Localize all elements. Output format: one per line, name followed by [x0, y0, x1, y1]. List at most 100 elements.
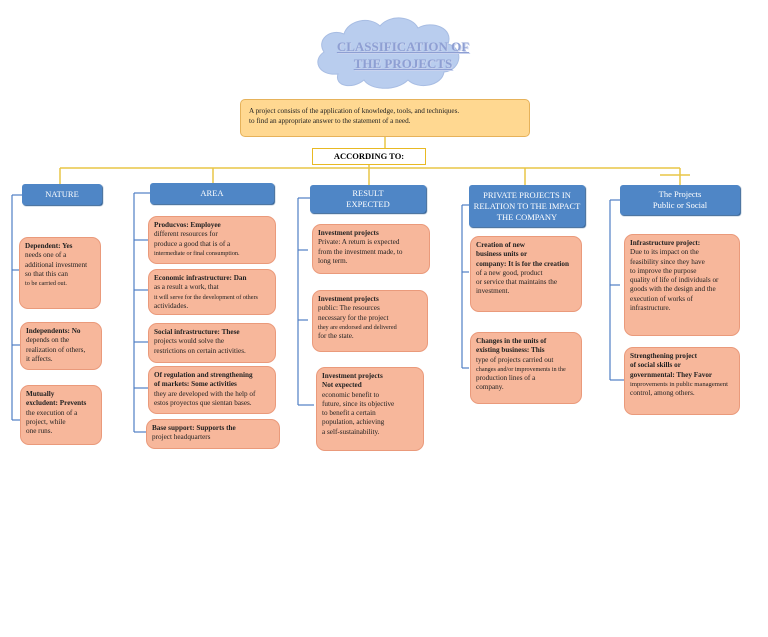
box-investment-private: Investment projects Private: A return is… — [312, 224, 430, 274]
independents-title-rest: No — [69, 327, 81, 335]
infrastructure-line: execution of works of — [630, 294, 693, 303]
infrastructure-line: to improve the purpose — [630, 266, 697, 275]
title-line-2: THE PROJECTS — [353, 56, 453, 71]
creation-title: Creation of new — [476, 241, 525, 249]
changes-small: changes and/or improvements in the — [476, 365, 566, 373]
heading-result-line-1: RESULT — [352, 188, 384, 198]
strengthening-title: Strengthening project — [630, 352, 698, 360]
strengthening-title-2: of social skills or — [630, 361, 681, 370]
not-expected-title-2: Not expected — [322, 381, 362, 390]
mutually-line: the execution of a — [26, 408, 78, 417]
regulation-line: estos proyectos que sientan bases. — [154, 398, 252, 407]
productive-small: intermediate or final consumption. — [154, 249, 240, 257]
box-mutually-excludent: Mutually excludent: Prevents the executi… — [20, 385, 102, 445]
intro-line-1: A project consists of the application of… — [249, 107, 460, 115]
heading-public-projects: The Projects Public or Social — [620, 185, 740, 215]
social-line: restrictions on certain activities. — [154, 346, 246, 355]
investment-private-title: Investment projects — [318, 229, 379, 237]
changes-line-2: production lines of a — [476, 374, 536, 383]
not-expected-line: population, achieving — [322, 418, 385, 427]
dependent-line: additional investment — [25, 260, 88, 269]
independents-line: depends on the — [26, 336, 70, 345]
productive-title: Producvos: Employee — [154, 221, 221, 229]
dependent-title-rest: Yes — [60, 242, 73, 250]
independents-title: Independents: — [26, 327, 70, 335]
box-economic-infrastructure: Economic infrastructure: Dan as a result… — [148, 269, 276, 315]
box-strengthening-project: Strengthening project of social skills o… — [624, 347, 740, 415]
creation-line: investment. — [476, 287, 510, 296]
mutually-title: Mutually — [26, 390, 55, 398]
social-title: Social infrastructure: These — [154, 328, 240, 336]
strengthening-line: control, among others. — [630, 389, 695, 398]
dependent-title: Dependent: — [25, 242, 61, 250]
investment-public-small: they are endorsed and delivered — [318, 323, 397, 331]
heading-private-line-3: THE COMPANY — [496, 211, 558, 222]
box-changes-existing-business: Changes in the units of existing busines… — [470, 332, 582, 404]
economic-line-2: actividades. — [154, 301, 189, 310]
base-support-line: project headquarters — [152, 433, 211, 442]
box-investment-not-expected: Investment projects Not expected economi… — [316, 367, 424, 451]
changes-title: Changes in the units of — [476, 337, 547, 345]
creation-title-3: company: It is for the creation — [476, 259, 569, 268]
box-independents: Independents: No depends on the realizat… — [20, 322, 102, 370]
investment-public-line-2: for the state. — [318, 332, 354, 341]
dependent-line: needs one of a — [25, 251, 67, 260]
investment-public-title: Investment projects — [318, 295, 379, 303]
strengthening-line: improvements in public management — [630, 380, 728, 388]
regulation-line: they are developed with the help of — [154, 389, 256, 398]
box-infrastructure-project: Infrastructure project: Due to its impac… — [624, 234, 740, 336]
independents-line: it affects. — [26, 354, 53, 363]
creation-line: of a new good, product — [476, 268, 543, 277]
productive-line: different resources for — [154, 230, 218, 239]
infrastructure-line: infrastructure. — [630, 304, 671, 313]
not-expected-title: Investment projects — [322, 372, 383, 380]
investment-public-line: necessary for the project — [318, 313, 389, 322]
box-productive: Producvos: Employee different resources … — [148, 216, 276, 264]
intro-line-2: to find an appropriate answer to the sta… — [249, 117, 411, 125]
box-dependent: Dependent: Yes needs one of a additional… — [19, 237, 101, 309]
heading-nature: NATURE — [22, 184, 102, 205]
mutually-line: project, while — [26, 417, 66, 426]
investment-private-line: long term. — [318, 256, 348, 265]
heading-area-text: AREA — [200, 188, 224, 198]
dependent-line: so that this can — [25, 269, 68, 278]
independents-line: realization of others, — [26, 345, 86, 354]
creation-title-2: business units or — [476, 250, 528, 259]
box-investment-public: Investment projects public: The resource… — [312, 290, 428, 352]
box-creation-new-business: Creation of new business units or compan… — [470, 236, 582, 312]
not-expected-line: to benefit a certain — [322, 409, 376, 418]
infrastructure-line: quality of life of individuals or — [630, 276, 719, 285]
heading-private-projects: PRIVATE PROJECTS IN RELATION TO THE IMPA… — [469, 185, 585, 227]
changes-title-2: existing business: This — [476, 346, 545, 355]
investment-private-line: from the investment made, to — [318, 247, 403, 256]
intro-box: A project consists of the application of… — [240, 99, 530, 137]
dependent-small: to be carried out. — [25, 280, 67, 288]
base-support-title: Base support: Supports the — [152, 424, 236, 432]
heading-result-expected: RESULT EXPECTED — [310, 185, 426, 213]
heading-public-line-1: The Projects — [658, 189, 702, 199]
infrastructure-line: feasibility since they have — [630, 257, 705, 266]
creation-line: or service that maintains the — [476, 278, 558, 287]
economic-line: as a result a work, that — [154, 283, 219, 292]
heading-result-line-2: EXPECTED — [346, 199, 390, 209]
regulation-title: Of regulation and strengthening — [154, 371, 253, 379]
changes-line: type of projects carried out — [476, 355, 554, 364]
regulation-title-2: of markets: Some activities — [154, 380, 237, 389]
infrastructure-line: Due to its impact on the — [630, 248, 699, 257]
productive-line: produce a good that is of a — [154, 239, 231, 248]
social-line: projects would solve the — [154, 337, 225, 346]
economic-small: it will serve for the development of oth… — [154, 293, 258, 301]
box-social-infrastructure: Social infrastructure: These projects wo… — [148, 323, 276, 363]
infrastructure-title: Infrastructure project: — [630, 239, 701, 247]
strengthening-title-3: governmental: They Favor — [630, 370, 713, 379]
box-regulation-markets: Of regulation and strengthening of marke… — [148, 366, 276, 414]
changes-line-2: company. — [476, 383, 504, 392]
according-to-label: ACCORDING TO: — [312, 148, 426, 165]
heading-private-line-2: RELATION TO THE IMPACT — [473, 200, 581, 211]
not-expected-line: future, since its objective — [322, 399, 395, 408]
box-base-support: Base support: Supports the project headq… — [146, 419, 280, 449]
not-expected-line: a self-sustainability. — [322, 427, 380, 436]
investment-public-line: public: The resources — [318, 304, 380, 313]
economic-title: Economic infrastructure: Dan — [154, 274, 247, 282]
